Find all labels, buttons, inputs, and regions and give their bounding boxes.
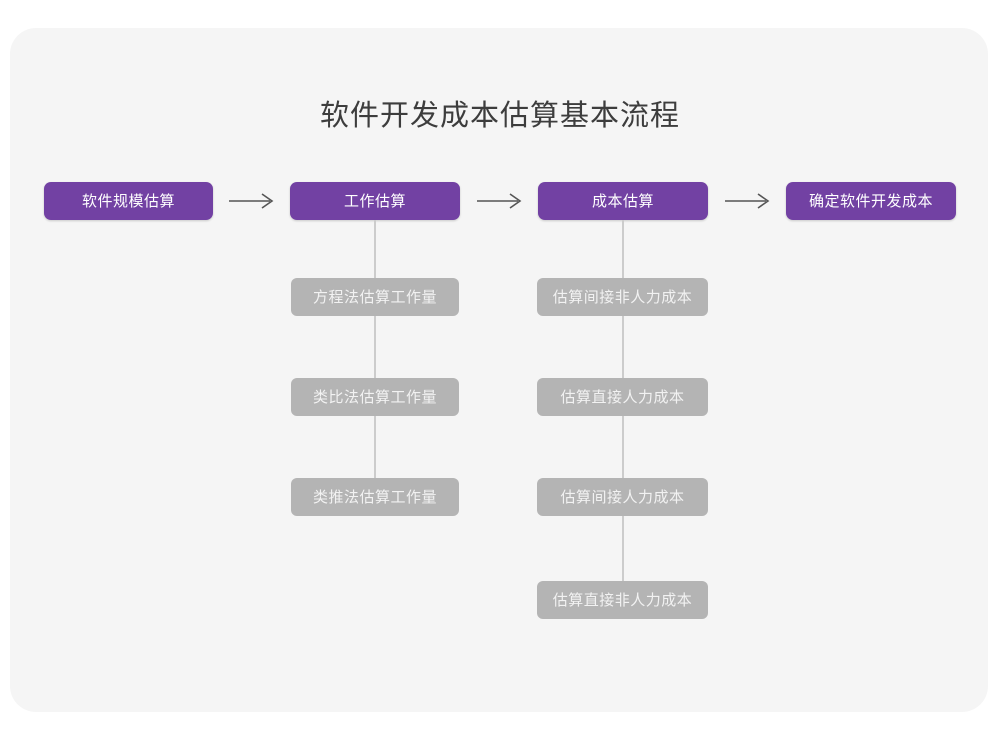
branch-node-indirect-labor-cost[interactable]: 估算间接人力成本 <box>537 478 708 516</box>
arrow-right-icon-2 <box>477 190 525 212</box>
page-title: 软件开发成本估算基本流程 <box>319 100 680 132</box>
branch-node-inference-method-effort[interactable]: 类推法估算工作量 <box>291 478 459 516</box>
flow-node-determine-development-cost[interactable]: 确定软件开发成本 <box>786 182 956 220</box>
arrow-right-icon-1 <box>229 190 277 212</box>
diagram-card-background <box>10 28 988 712</box>
branch-node-indirect-non-labor-cost[interactable]: 估算间接非人力成本 <box>537 278 708 316</box>
connector-cost-2 <box>622 315 624 378</box>
connector-cost-1 <box>622 220 624 278</box>
flow-node-effort-estimation[interactable]: 工作估算 <box>290 182 460 220</box>
arrow-right-icon-3 <box>725 190 773 212</box>
flow-node-cost-estimation[interactable]: 成本估算 <box>538 182 708 220</box>
branch-node-direct-non-labor-cost[interactable]: 估算直接非人力成本 <box>537 581 708 619</box>
connector-cost-3 <box>622 415 624 478</box>
connector-effort-1 <box>374 220 376 278</box>
connector-effort-2 <box>374 315 376 378</box>
connector-cost-4 <box>622 515 624 581</box>
connector-effort-3 <box>374 415 376 478</box>
branch-node-analogy-method-effort[interactable]: 类比法估算工作量 <box>291 378 459 416</box>
branch-node-equation-method-effort[interactable]: 方程法估算工作量 <box>291 278 459 316</box>
flow-node-software-scale-estimation[interactable]: 软件规模估算 <box>44 182 213 220</box>
branch-node-direct-labor-cost[interactable]: 估算直接人力成本 <box>537 378 708 416</box>
